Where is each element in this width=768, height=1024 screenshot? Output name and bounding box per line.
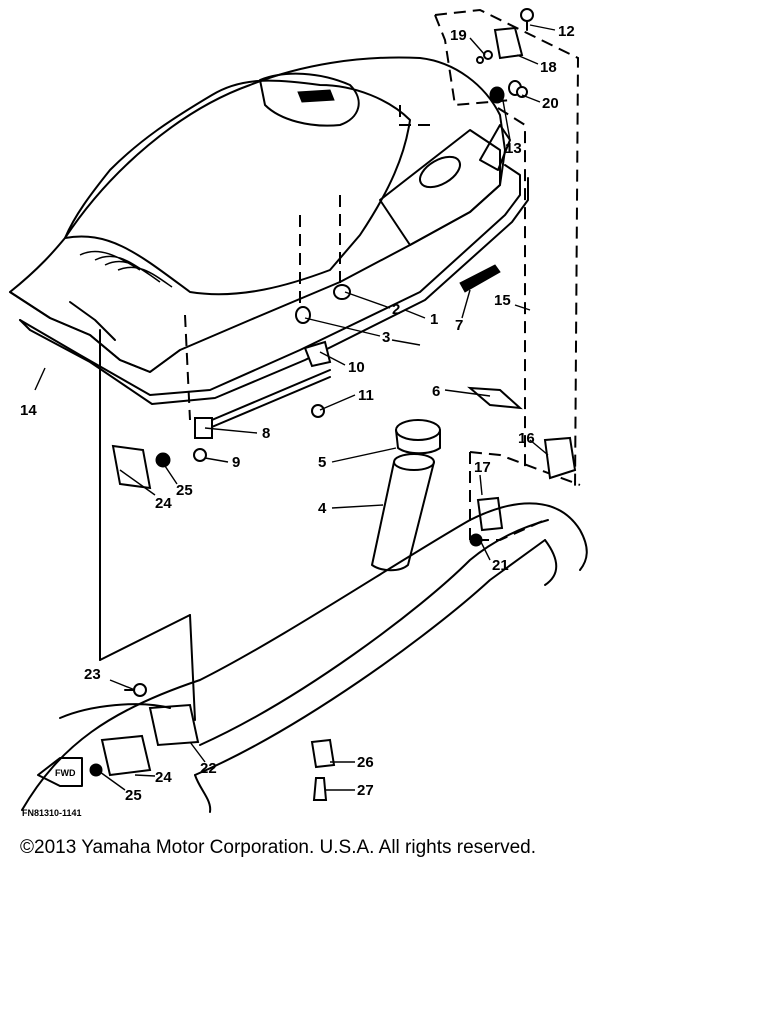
seat-gasket-14	[19, 164, 529, 405]
callout-5: 5	[318, 454, 326, 471]
callout-25-upper: 25	[176, 482, 193, 499]
callout-18: 18	[540, 59, 557, 76]
callout-numbers: 1 2 3 4 5 6 7 8 9 10 11 12 13 14 15 16 1…	[20, 23, 575, 804]
callout-19: 19	[450, 27, 467, 44]
callout-26: 26	[357, 754, 374, 771]
copyright-notice: ©2013 Yamaha Motor Corporation. U.S.A. A…	[20, 837, 536, 858]
callout-8: 8	[262, 425, 270, 442]
callout-12: 12	[558, 23, 575, 40]
callout-15: 15	[494, 292, 511, 309]
leader-lines	[34, 24, 556, 791]
callout-25-lower: 25	[125, 787, 142, 804]
callout-24-lower: 24	[155, 769, 172, 786]
callout-21: 21	[492, 557, 509, 574]
callout-4: 4	[318, 500, 327, 517]
hull-deck	[21, 329, 588, 813]
figure-code: FN81310-1141	[22, 808, 82, 818]
callout-2: 2	[392, 301, 400, 318]
callout-13: 13	[505, 140, 522, 157]
callout-10: 10	[348, 359, 365, 376]
callout-11: 11	[358, 387, 374, 404]
callout-6: 6	[432, 383, 440, 400]
callout-3: 3	[382, 329, 390, 346]
fwd-arrow-label: FWD	[55, 768, 76, 778]
callout-27: 27	[357, 782, 374, 799]
dashed-connection-lines	[184, 8, 581, 541]
callout-14: 14	[20, 402, 37, 419]
callout-23: 23	[84, 666, 101, 683]
small-parts	[89, 8, 577, 801]
callout-17: 17	[474, 459, 491, 476]
callout-1: 1	[430, 311, 438, 328]
callout-7: 7	[455, 317, 463, 334]
callout-22: 22	[200, 760, 217, 777]
callout-24-upper: 24	[155, 495, 172, 512]
forward-direction-arrow: FWD	[37, 757, 83, 787]
callout-9: 9	[232, 454, 240, 471]
exploded-parts-diagram: FWD FN81310-1141 1	[9, 8, 588, 818]
callout-16: 16	[518, 430, 535, 447]
callout-20: 20	[542, 95, 559, 112]
seat-cover-assembly	[9, 56, 511, 373]
